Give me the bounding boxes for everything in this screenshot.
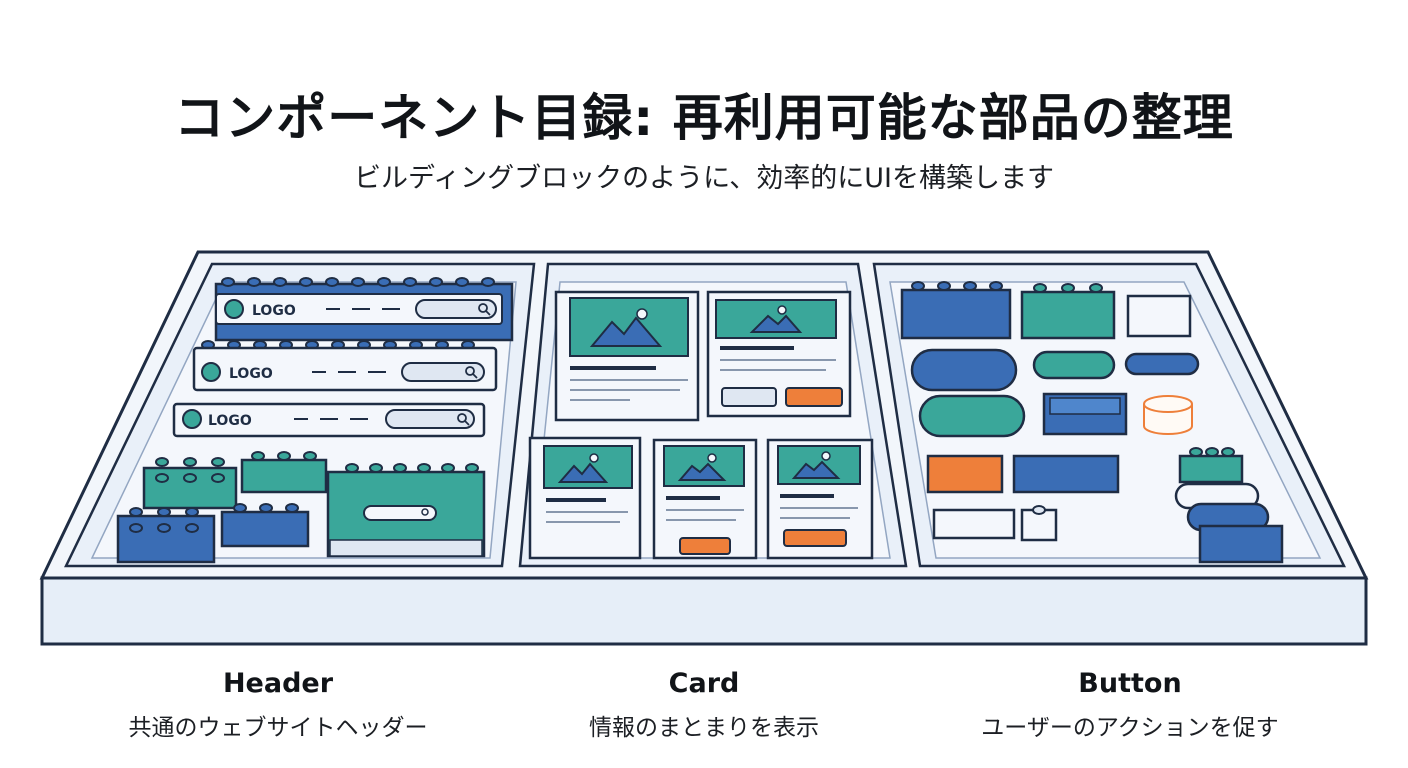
header-brick-1: LOGO <box>214 277 514 342</box>
header-brick-3: LOGO <box>172 402 486 438</box>
section-name-button: Button <box>1078 668 1182 699</box>
card-compartment <box>528 290 874 560</box>
header-logo-text: LOGO <box>252 303 296 319</box>
section-desc-header: 共通のウェブサイトヘッダー <box>128 715 428 741</box>
header-logo-text: LOGO <box>229 366 273 382</box>
section-name-card: Card <box>668 668 740 699</box>
header-compartment: LOGO LOGO <box>116 277 514 564</box>
section-name-header: Header <box>222 668 334 699</box>
section-desc-button: ユーザーのアクションを促す <box>981 715 1279 741</box>
card-4 <box>652 438 758 560</box>
card-3 <box>528 436 642 560</box>
card-1 <box>554 290 700 422</box>
page-title: コンポーネント目録: 再利用可能な部品の整理 <box>174 89 1234 147</box>
card-5 <box>766 438 874 560</box>
section-desc-card: 情報のまとまりを表示 <box>589 715 819 741</box>
header-logo-text: LOGO <box>208 413 252 429</box>
page-subtitle: ビルディングブロックのように、効率的にUIを構築します <box>353 163 1055 194</box>
card-2 <box>706 290 852 418</box>
header-brick-2: LOGO <box>192 340 498 392</box>
header-small-bricks <box>116 451 486 564</box>
button-compartment <box>900 281 1284 564</box>
